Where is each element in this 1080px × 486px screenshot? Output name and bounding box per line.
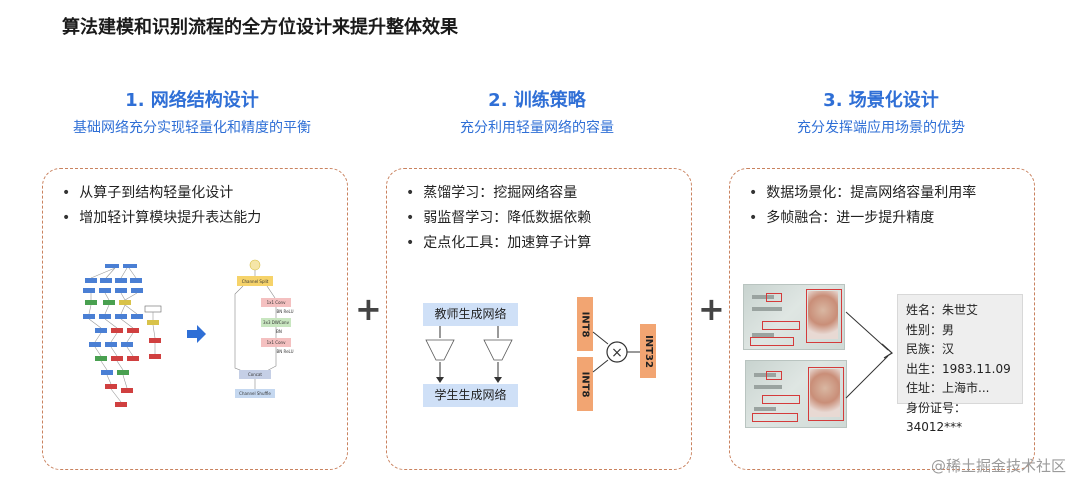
info-birth: 出生：1983.11.09 [906, 361, 1011, 376]
col2-bullets: 蒸馏学习：挖掘网络容量 弱监督学习：降低数据依赖 定点化工具：加速算子计算 [406, 181, 591, 256]
distill-connectors [425, 326, 513, 383]
conv1x1-a-label: 1x1 Conv [267, 300, 287, 305]
arrow-head-icon [881, 343, 893, 359]
bullet-item: 增加轻计算模块提升表达能力 [62, 206, 261, 231]
bnrelu-b-label: BN ReLU [276, 349, 293, 354]
bullet-item: 数据场景化：提高网络容量利用率 [749, 181, 976, 206]
shuffle-block-diagram: Channel Split 1x1 Conv BN ReLU 3x3 DWCon… [234, 259, 294, 398]
col1-subtitle: 基础网络充分实现轻量化和精度的平衡 [73, 120, 311, 136]
page-title: 算法建模和识别流程的全方位设计来提升整体效果 [62, 17, 458, 38]
teacher-network-box: 教师生成网络 [423, 303, 518, 326]
info-name: 姓名：朱世艾 [906, 303, 979, 317]
col3-title: 3. 场景化设计 [823, 90, 939, 111]
encoder-trapezoid-icon [483, 339, 513, 361]
bullet-item: 定点化工具：加速算子计算 [406, 231, 591, 256]
panel-scenario-design [729, 168, 1035, 470]
concat-label: Concat [248, 372, 262, 377]
backbone-graph-icon [83, 264, 162, 407]
watermark: @稀土掘金技术社区 [930, 457, 1066, 475]
bn-label: BN [276, 329, 282, 334]
panel-network-structure [42, 168, 348, 470]
bullet-item: 蒸馏学习：挖掘网络容量 [406, 181, 591, 206]
channel-split-label: Channel Split [242, 279, 269, 284]
int32-box: INT32 [640, 324, 656, 378]
col3-bullets: 数据场景化：提高网络容量利用率 多帧融合：进一步提升精度 [749, 181, 976, 231]
col1-title: 1. 网络结构设计 [125, 90, 259, 111]
col3-subtitle: 充分发挥端应用场景的优势 [797, 120, 965, 136]
plus-sign-2: + [698, 290, 725, 328]
network-architecture-diagram: Channel Split 1x1 Conv BN ReLU 3x3 DWCon… [83, 259, 294, 407]
col2-title: 2. 训练策略 [488, 90, 586, 111]
int8-box-top: INT8 [577, 297, 593, 351]
col1-bullets: 从算子到结构轻量化设计 增加轻计算模块提升表达能力 [62, 181, 261, 231]
id-card-image-1 [743, 284, 845, 350]
channel-shuffle-label: Channel Shuffle [239, 391, 271, 396]
multiply-symbol: × [611, 345, 623, 361]
plus-sign-1: + [355, 290, 382, 328]
col2-subtitle: 充分利用轻量网络的容量 [460, 120, 614, 136]
id-info-card: 姓名：朱世艾 性别：男 民族：汉 出生：1983.11.09 住址：上海市...… [897, 294, 1023, 434]
panel-training-strategy [386, 168, 692, 470]
id-card-image-2 [745, 360, 847, 428]
info-ethnicity: 民族：汉 [906, 342, 955, 356]
info-address: 住址：上海市... [906, 381, 990, 395]
info-gender: 性别：男 [906, 322, 955, 337]
info-id-number: 身份证号：34012*** [906, 400, 967, 435]
bullet-item: 从算子到结构轻量化设计 [62, 181, 261, 206]
encoder-trapezoid-icon [425, 339, 455, 361]
bnrelu-a-label: BN ReLU [276, 309, 293, 314]
conv1x1-b-label: 1x1 Conv [267, 340, 287, 345]
fusion-arrows [845, 311, 893, 399]
multiply-op-diagram: × [592, 331, 640, 373]
dwconv-label: 3x3 DWConv [263, 320, 290, 325]
arrow-right-icon [187, 325, 206, 343]
bullet-item: 弱监督学习：降低数据依赖 [406, 206, 591, 231]
bullet-item: 多帧融合：进一步提升精度 [749, 206, 976, 231]
student-network-box: 学生生成网络 [423, 384, 518, 407]
int8-box-bottom: INT8 [577, 357, 593, 411]
